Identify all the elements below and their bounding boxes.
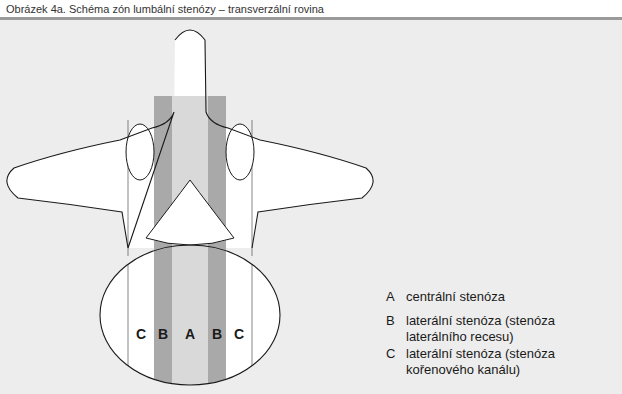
legend-text: laterální stenóza (stenóza kořenového ka… — [406, 346, 611, 378]
zone-letter: A — [185, 326, 195, 342]
figure-title: Obrázek 4a. Schéma zón lumbální stenózy … — [6, 1, 324, 17]
zone-letter: B — [212, 326, 222, 342]
recess-band — [208, 96, 226, 394]
zone-letter: C — [136, 326, 146, 342]
legend-letter: B — [386, 313, 395, 329]
zone-letter: C — [234, 326, 244, 342]
panel-ground — [0, 20, 622, 394]
body-outline — [100, 245, 280, 385]
legend-text: laterální stenóza (stenóza laterálního r… — [406, 313, 611, 345]
legend-text: centrální stenóza — [406, 289, 611, 305]
spinal-canal — [146, 180, 234, 245]
legend-letter: A — [386, 289, 395, 305]
legend-letter: C — [386, 346, 395, 362]
zone-letter: B — [158, 326, 168, 342]
recess-band — [154, 96, 172, 394]
header-rule — [0, 17, 622, 20]
arch-outline — [7, 30, 373, 248]
